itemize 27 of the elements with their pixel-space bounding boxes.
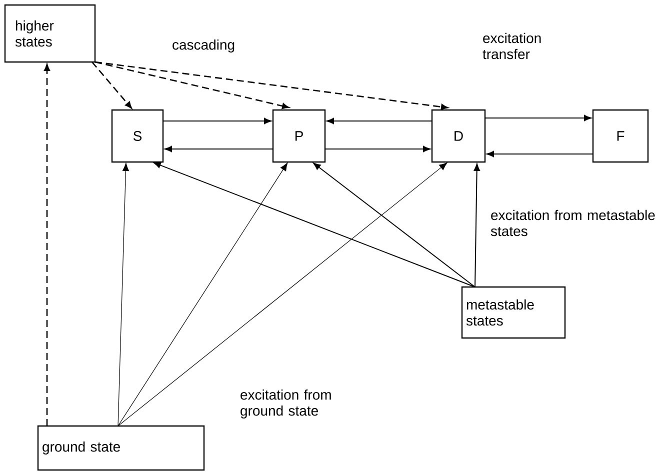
arrow: [324, 146, 430, 152]
arrow: [484, 114, 592, 122]
arrow: [162, 118, 272, 124]
arrow: [44, 64, 50, 426]
state-box: higher states: [4, 4, 96, 63]
state-box: P: [272, 109, 326, 163]
state-box: ground state: [37, 425, 205, 471]
state-box: F: [592, 109, 649, 163]
arrow: [118, 162, 130, 426]
state-box: D: [431, 109, 486, 163]
arrow: [92, 62, 132, 109]
arrow: [474, 163, 480, 288]
state-box: S: [111, 109, 164, 163]
annotation: excitation transfer: [482, 32, 541, 60]
arrow: [313, 162, 476, 288]
arrow: [326, 118, 432, 124]
arrow: [118, 162, 288, 426]
annotation: excitation from ground state: [240, 389, 331, 418]
arrow: [118, 162, 448, 426]
annotation: cascading: [172, 39, 234, 53]
annotation: excitation from metastable states: [490, 210, 655, 236]
arrow: [94, 61, 448, 110]
arrow: [153, 162, 476, 288]
arrow: [164, 146, 274, 152]
arrow: [486, 150, 594, 158]
arrow: [94, 61, 290, 110]
state-box: metastable states: [461, 286, 566, 339]
